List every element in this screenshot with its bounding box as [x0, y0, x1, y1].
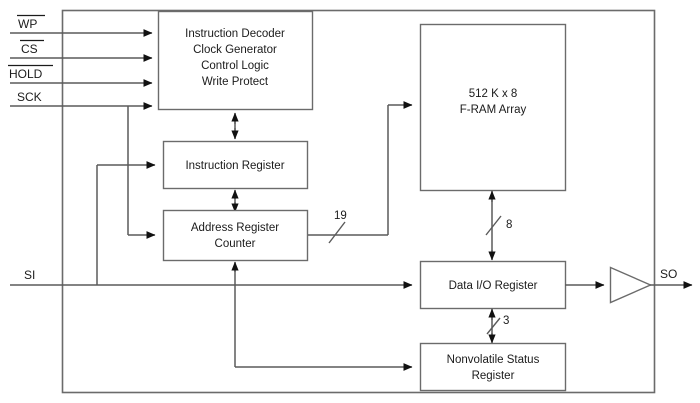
address-bus-slash [328, 221, 346, 244]
output-buffer-triangle [609, 266, 653, 304]
instruction-decoder-line-1: Instruction Decoder [185, 28, 285, 40]
output-buffer [565, 266, 653, 304]
instruction-decoder-block: Instruction Decoder Clock Generator Cont… [157, 10, 314, 111]
instruction-decoder-line-2: Clock Generator [193, 44, 277, 56]
instruction-register-block: Instruction Register [162, 140, 309, 190]
wp-pin-label: WP [18, 17, 37, 31]
sck-pin-label: SCK [17, 90, 42, 104]
address-register-line-1: Address Register [191, 222, 279, 234]
wp-pin: WP [17, 14, 45, 31]
chip-boundary [61, 9, 656, 394]
sck-pin: SCK [17, 90, 42, 104]
data-bus-8: 8 [485, 190, 512, 261]
si-pin-label: SI [24, 268, 35, 282]
so-pin-label: SO [660, 267, 677, 281]
sck-to-address-register-branch [127, 106, 156, 239]
si-to-instruction-register-branch [96, 161, 156, 285]
nonvolatile-status-register-block: Nonvolatile Status Register [419, 342, 567, 392]
so-output-line: SO [650, 267, 693, 289]
nonvolatile-status-register-line-2: Register [472, 370, 515, 382]
instruction-decoder-line-3: Control Logic [201, 60, 269, 72]
instruction-register-label: Instruction Register [185, 160, 284, 172]
data-bus-slash [485, 215, 502, 236]
address-register-line-2: Counter [215, 238, 256, 250]
address-register-counter-block: Address Register Counter [162, 209, 309, 262]
hold-pin-label: HOLD [9, 67, 43, 81]
si-to-status-register-branch [231, 261, 413, 371]
fram-array-line-1: 512 K x 8 [469, 88, 518, 100]
status-bus-3: 3 [486, 308, 509, 344]
cs-pin: CS [20, 39, 44, 56]
address-bus-width-label: 19 [334, 210, 347, 222]
data-io-register-label: Data I/O Register [449, 280, 538, 292]
cs-pin-label: CS [21, 42, 38, 56]
fram-array-line-2: F-RAM Array [460, 104, 527, 116]
fram-array-block: 512 K x 8 F-RAM Array [419, 23, 567, 192]
status-bus-width-label: 3 [503, 315, 509, 327]
data-bus-width-label: 8 [506, 219, 512, 231]
hold-pin: HOLD [8, 64, 53, 81]
nonvolatile-status-register-line-1: Nonvolatile Status [447, 354, 540, 366]
instruction-decoder-line-4: Write Protect [202, 76, 269, 88]
si-pin: SI [24, 268, 35, 282]
data-io-register-block: Data I/O Register [419, 260, 567, 310]
status-bus-slash [486, 317, 501, 335]
address-bus-19: 19 [308, 101, 413, 244]
